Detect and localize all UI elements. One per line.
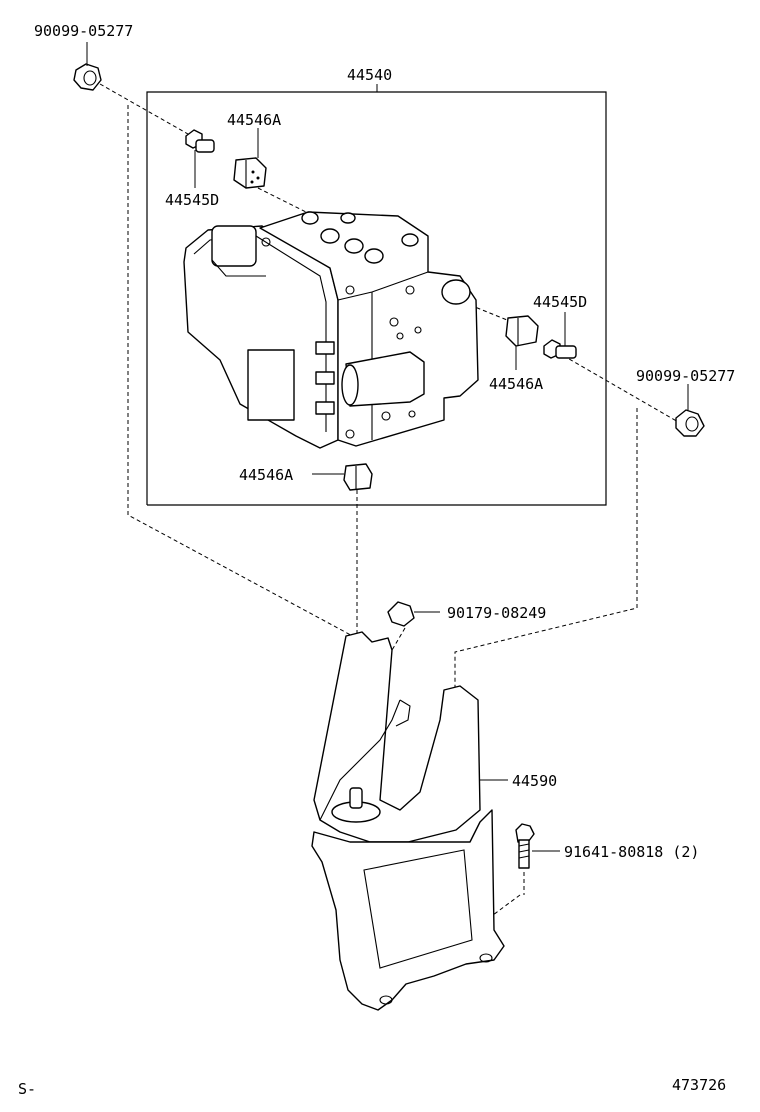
bolt-icon [185,129,215,188]
label-nut-right: 90099-05277 [636,367,735,385]
clip-icon [387,601,440,627]
label-clip: 90179-08249 [447,604,546,622]
bolt-icon [515,823,560,869]
bracket-icon [311,631,508,1011]
nut-icon [675,384,705,437]
cushion-icon [312,463,373,491]
label-bolt-bracket: 91641-80818 (2) [564,843,699,861]
cushion-icon [233,128,267,189]
diagram-number: 473726 [672,1076,726,1094]
footer-left-code: S- [18,1080,36,1098]
label-cushion-right: 44546A [489,375,543,393]
label-bolt-right: 44545D [533,293,587,311]
label-cushion-bottom: 44546A [239,466,293,484]
label-nut-top-left: 90099-05277 [34,22,133,40]
label-cushion-top: 44546A [227,111,281,129]
assembly-frame [146,84,607,506]
cushion-icon [505,315,539,370]
label-bolt-top: 44545D [165,191,219,209]
abs-actuator-icon [183,211,479,449]
label-actuator-assembly: 44540 [347,66,392,84]
nut-icon [73,42,102,91]
label-bracket: 44590 [512,772,557,790]
bolt-icon [543,312,577,359]
